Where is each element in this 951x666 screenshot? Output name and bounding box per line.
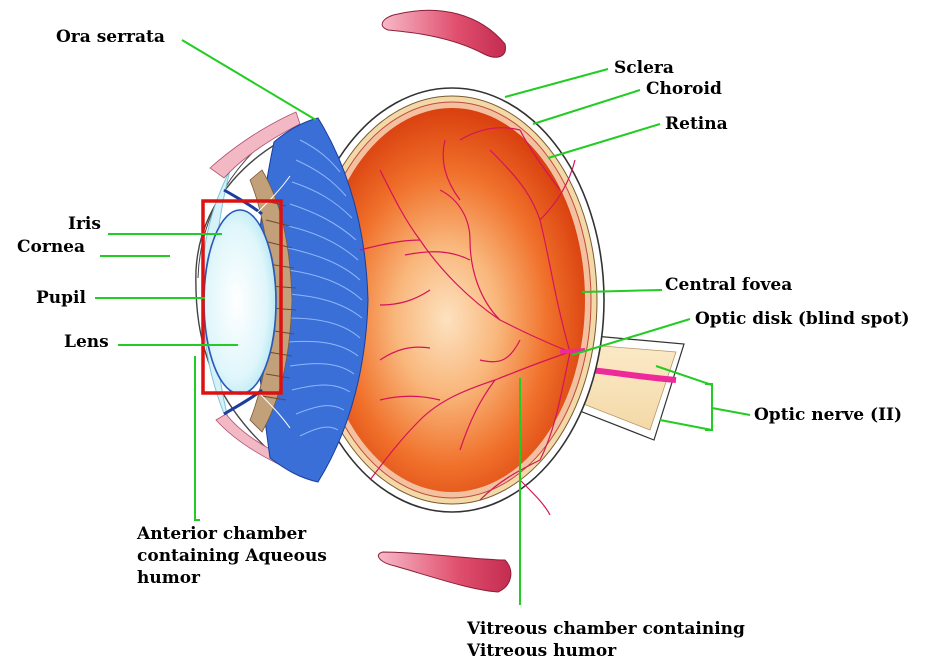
label-lens: Lens bbox=[64, 331, 109, 353]
label-anterior-chamber-line3: humor bbox=[137, 567, 327, 589]
label-vitreous-chamber-line2: Vitreous humor bbox=[467, 640, 745, 662]
label-cornea: Cornea bbox=[17, 236, 85, 258]
label-pupil: Pupil bbox=[36, 287, 86, 309]
label-optic-disk: Optic disk (blind spot) bbox=[695, 308, 910, 330]
label-iris: Iris bbox=[68, 213, 101, 235]
inferior-muscle bbox=[378, 552, 511, 592]
label-central-fovea: Central fovea bbox=[665, 274, 792, 296]
label-choroid: Choroid bbox=[646, 78, 722, 100]
label-anterior-chamber: Anterior chamber containing Aqueous humo… bbox=[137, 523, 327, 589]
label-ora-serrata: Ora serrata bbox=[56, 26, 165, 48]
lens-shape bbox=[204, 210, 276, 394]
label-sclera: Sclera bbox=[614, 57, 674, 79]
superior-muscle bbox=[382, 10, 505, 57]
label-vitreous-chamber-line1: Vitreous chamber containing bbox=[467, 618, 745, 640]
label-anterior-chamber-line2: containing Aqueous bbox=[137, 545, 327, 567]
label-optic-nerve: Optic nerve (II) bbox=[754, 404, 902, 426]
label-retina: Retina bbox=[665, 113, 728, 135]
label-vitreous-chamber: Vitreous chamber containing Vitreous hum… bbox=[467, 618, 745, 662]
label-anterior-chamber-line1: Anterior chamber bbox=[137, 523, 327, 545]
